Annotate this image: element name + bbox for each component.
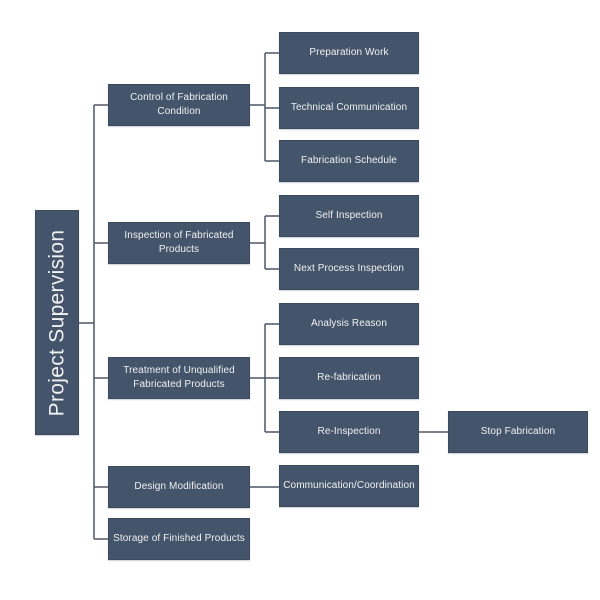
node-label: Next Process Inspection — [293, 263, 405, 274]
node-control-of-fabrication-condition: Control of Fabrication Condition — [108, 84, 250, 126]
node-project-supervision: Project Supervision — [35, 210, 79, 435]
node-label: Re-fabrication — [317, 372, 381, 383]
node-inspection-of-fabricated-products: Inspection of Fabricated Products — [108, 222, 250, 264]
node-label: Inspection of Fabricated Products — [124, 230, 234, 255]
node-analysis-reason: Analysis Reason — [279, 303, 419, 345]
node-communication-coordination: Communication/Coordination — [279, 465, 419, 507]
node-label: Fabrication Schedule — [301, 155, 397, 166]
node-re-fabrication: Re-fabrication — [279, 357, 419, 399]
node-label: Stop Fabrication — [480, 426, 556, 437]
node-label: Storage of Finished Products — [113, 533, 245, 544]
node-label: Self Inspection — [315, 210, 383, 221]
node-fabrication-schedule: Fabrication Schedule — [279, 140, 419, 182]
node-label: Re-Inspection — [317, 426, 381, 437]
node-design-modification: Design Modification — [108, 466, 250, 508]
node-label: Preparation Work — [309, 47, 389, 58]
node-preparation-work: Preparation Work — [279, 32, 419, 74]
node-label: Treatment of Unqualified Fabricated Prod… — [123, 365, 235, 390]
node-treatment-of-unqualified-fabricated-products: Treatment of Unqualified Fabricated Prod… — [108, 357, 250, 399]
node-stop-fabrication: Stop Fabrication — [448, 411, 588, 453]
node-label: Analysis Reason — [311, 318, 387, 329]
node-technical-communication: Technical Communication — [279, 87, 419, 129]
node-label: Technical Communication — [290, 102, 408, 113]
node-label: Control of Fabrication Condition — [130, 92, 228, 117]
root-label: Project Supervision — [45, 229, 68, 416]
node-next-process-inspection: Next Process Inspection — [279, 248, 419, 290]
node-label: Design Modification — [134, 481, 224, 492]
node-storage-of-finished-products: Storage of Finished Products — [108, 518, 250, 560]
node-re-inspection: Re-Inspection — [279, 411, 419, 453]
connector-path — [79, 52, 448, 540]
node-label: Communication/Coordination — [283, 480, 415, 491]
node-self-inspection: Self Inspection — [279, 195, 419, 237]
